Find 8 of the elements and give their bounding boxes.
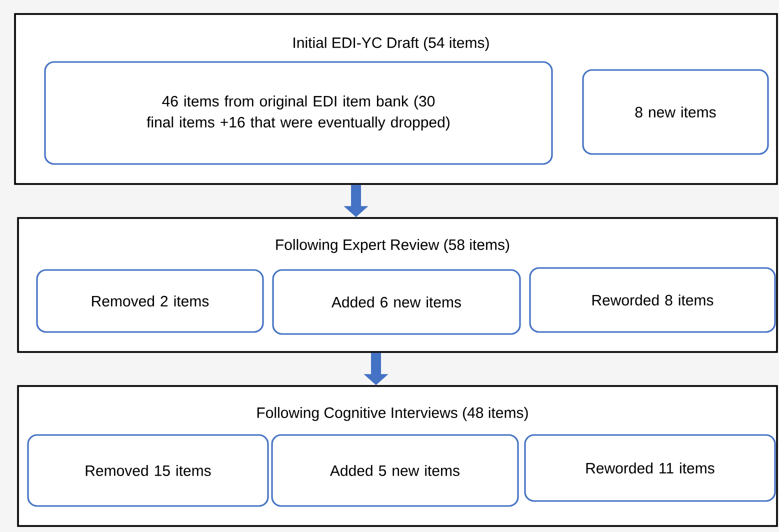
item-box: Added 6 new items [272,269,521,335]
item-box: Reworded 8 items [529,267,776,333]
item-box: 46 items from original EDI item bank (30 final items +16 that were eventually dropped) [44,61,553,165]
item-box: Added 5 new items [271,434,519,507]
item-box: 8 new items [582,69,769,155]
item-box: Removed 2 items [36,269,264,333]
item-box: Reworded 11 items [524,434,776,502]
item-box: Removed 15 items [27,434,269,507]
